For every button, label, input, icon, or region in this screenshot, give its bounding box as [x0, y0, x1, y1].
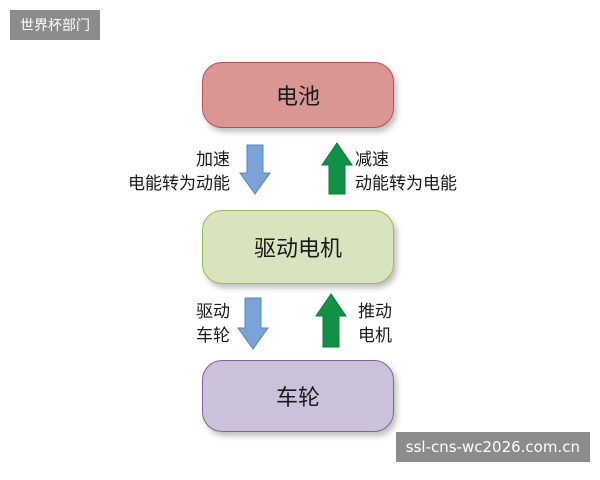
- drive-wheel-label: 驱动 车轮: [160, 300, 230, 348]
- push-motor-label-line1: 推动: [358, 302, 392, 322]
- accelerate-label: 加速 电能转为动能: [100, 148, 230, 196]
- decelerate-label-line1: 减速: [355, 150, 389, 170]
- push-motor-label: 推动 电机: [358, 300, 428, 348]
- header-tag: 世界杯部门: [10, 10, 100, 40]
- drive-motor-box: 驱动电机: [202, 210, 394, 284]
- decelerate-label: 减速 动能转为电能: [355, 148, 485, 196]
- battery-box: 电池: [202, 62, 394, 128]
- drive-wheel-label-line1: 驱动: [196, 302, 230, 322]
- up-arrow-motor-to-battery: [321, 142, 353, 195]
- push-motor-label-line2: 电机: [358, 326, 392, 346]
- wheel-box: 车轮: [202, 360, 394, 432]
- accelerate-label-line2: 电能转为动能: [128, 174, 230, 194]
- down-arrow-battery-to-motor: [239, 144, 271, 195]
- up-arrow-wheel-to-motor: [315, 293, 347, 348]
- watermark: ssl-cns-wc2026.com.cn: [395, 432, 590, 462]
- drive-wheel-label-line2: 车轮: [196, 326, 230, 346]
- down-arrow-motor-to-wheel: [237, 297, 269, 350]
- accelerate-label-line1: 加速: [196, 150, 230, 170]
- decelerate-label-line2: 动能转为电能: [355, 174, 457, 194]
